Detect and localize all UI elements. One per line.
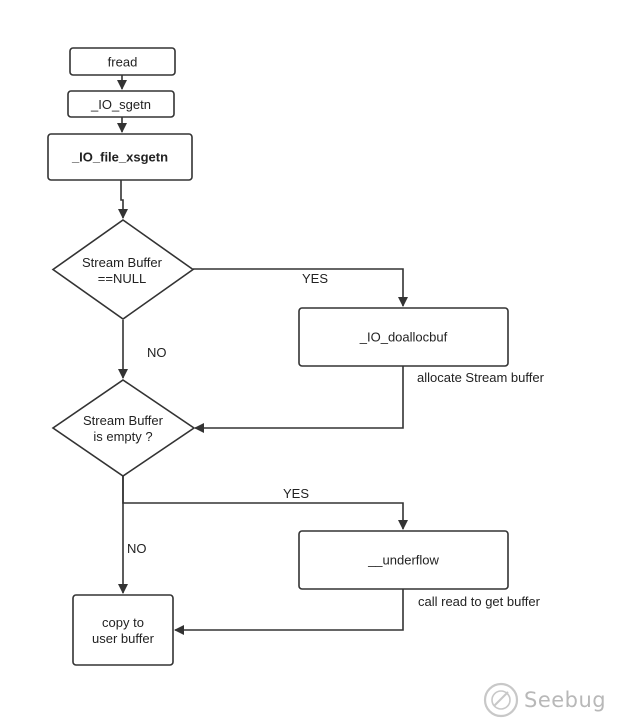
decision-empty-line-2: is empty ? — [93, 429, 152, 444]
node-copy-to-user-buffer: copy to user buffer — [72, 594, 174, 666]
label-empty-no: NO — [127, 541, 147, 556]
node-copy-line-1: copy to — [102, 615, 144, 630]
node-fread-label: fread — [108, 55, 138, 70]
decision-null-line-2: ==NULL — [98, 271, 146, 286]
node-io-file-xsgetn-label: _IO_file_xsgetn — [71, 150, 168, 165]
node-underflow-label: __underflow — [367, 553, 439, 568]
node-io-file-xsgetn: _IO_file_xsgetn — [47, 133, 193, 181]
seebug-logo-icon — [483, 682, 519, 718]
label-allocate-stream-buffer: allocate Stream buffer — [417, 370, 545, 385]
decision-null-line-1: Stream Buffer — [82, 255, 163, 270]
edge-underflow-to-copy — [174, 589, 404, 635]
decision-stream-buffer-empty: Stream Buffer is empty ? — [51, 379, 196, 477]
node-io-sgetn-label: _IO_sgetn — [90, 97, 151, 112]
label-call-read: call read to get buffer — [418, 594, 541, 609]
edges — [117, 75, 408, 635]
decision-stream-buffer-null: Stream Buffer ==NULL — [51, 219, 195, 320]
node-io-doallocbuf-label: _IO_doallocbuf — [359, 330, 448, 345]
label-empty-yes: YES — [283, 486, 309, 501]
edge-doallocbuf-to-empty-decision — [194, 366, 404, 433]
label-null-no: NO — [147, 345, 167, 360]
label-null-yes: YES — [302, 271, 328, 286]
edge-empty-yes-to-underflow — [122, 476, 408, 530]
node-io-sgetn: _IO_sgetn — [67, 90, 175, 118]
node-fread: fread — [69, 47, 176, 76]
decision-empty-line-1: Stream Buffer — [83, 413, 164, 428]
node-underflow: __underflow — [298, 530, 509, 590]
node-io-doallocbuf: _IO_doallocbuf — [298, 307, 509, 367]
node-copy-line-2: user buffer — [92, 631, 155, 646]
edge-null-yes-to-doallocbuf — [193, 268, 408, 307]
seebug-watermark: Seebug — [483, 682, 606, 718]
seebug-watermark-text: Seebug — [524, 688, 606, 712]
edge-xsgetn-to-null-decision — [118, 180, 128, 219]
